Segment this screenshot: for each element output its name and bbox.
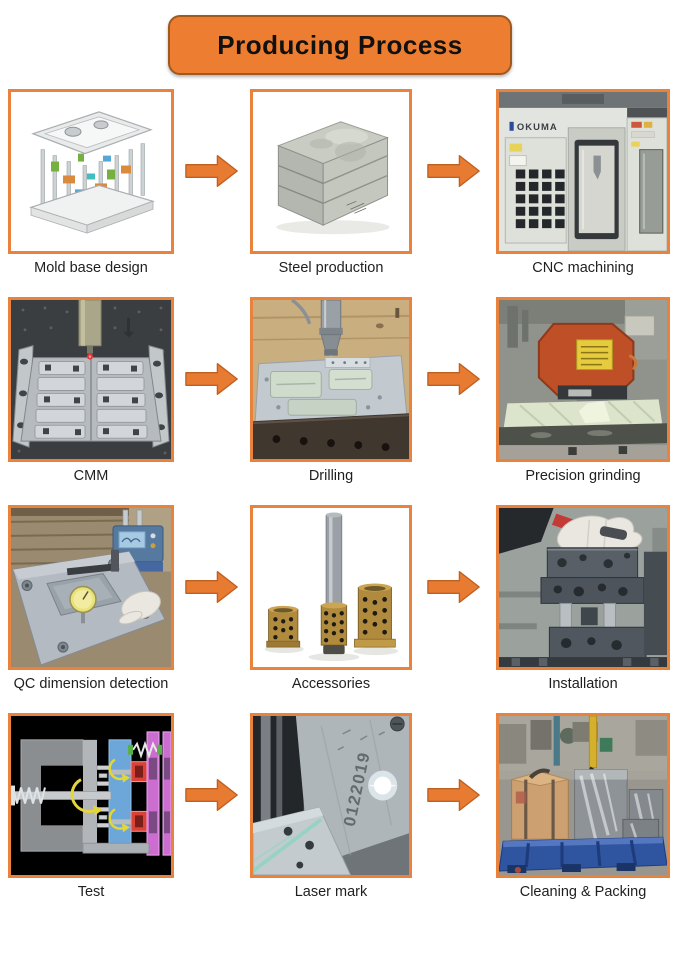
accessories-photo xyxy=(253,508,409,667)
step-label: CNC machining xyxy=(532,260,634,276)
photo-frame xyxy=(8,297,174,462)
step-cnc-machining: OKUMA xyxy=(496,89,670,276)
arrow-right-icon xyxy=(174,569,250,605)
page-title: Producing Process xyxy=(217,29,463,60)
arrow-right-icon xyxy=(174,361,250,397)
photo-frame xyxy=(250,89,412,254)
photo-frame xyxy=(496,297,670,462)
process-row-4: Test 0122019 xyxy=(0,713,680,900)
step-label: Installation xyxy=(548,676,618,692)
step-installation: Installation xyxy=(496,505,670,692)
photo-frame xyxy=(250,505,412,670)
photo-frame xyxy=(496,505,670,670)
step-cmm: CMM xyxy=(8,297,174,484)
steel-production-photo xyxy=(253,92,409,251)
step-label: Test xyxy=(77,884,105,900)
cnc-machining-photo: OKUMA xyxy=(499,92,667,251)
step-label: CMM xyxy=(73,468,109,484)
step-label: Precision grinding xyxy=(525,468,641,484)
arrow-right-icon xyxy=(412,153,496,189)
photo-frame: OKUMA xyxy=(496,89,670,254)
arrow-right-icon xyxy=(412,361,496,397)
step-test: Test xyxy=(8,713,174,900)
precision-grinding-photo xyxy=(499,300,667,459)
step-label: Laser mark xyxy=(294,884,368,900)
step-label: QC dimension detection xyxy=(13,676,169,692)
arrow-right-icon xyxy=(174,777,250,813)
photo-frame xyxy=(8,89,174,254)
arrow-right-icon xyxy=(174,153,250,189)
step-steel-production: Steel production xyxy=(250,89,412,276)
test-simulation-photo xyxy=(11,716,171,875)
photo-frame xyxy=(8,713,174,878)
step-qc-dimension-detection: QC dimension detection xyxy=(8,505,174,692)
step-label: Mold base design xyxy=(34,260,148,276)
cleaning-packing-photo xyxy=(499,716,667,875)
mold-base-design-photo xyxy=(11,92,171,251)
step-cleaning-packing: Cleaning & Packing xyxy=(496,713,670,900)
step-label: Cleaning & Packing xyxy=(519,884,647,900)
cnc-brand-logo: OKUMA xyxy=(517,122,558,132)
photo-frame: 0122019 xyxy=(250,713,412,878)
process-row-1: Mold base design xyxy=(0,89,680,276)
arrow-right-icon xyxy=(412,777,496,813)
photo-frame xyxy=(496,713,670,878)
qc-dimension-detection-photo xyxy=(11,508,171,667)
step-label: Steel production xyxy=(278,260,384,276)
step-label: Accessories xyxy=(291,676,371,692)
installation-photo xyxy=(499,508,667,667)
step-precision-grinding: Precision grinding xyxy=(496,297,670,484)
step-label: Drilling xyxy=(308,468,354,484)
step-drilling: Drilling xyxy=(250,297,412,484)
step-accessories: Accessories xyxy=(250,505,412,692)
process-row-3: QC dimension detection xyxy=(0,505,680,692)
photo-frame xyxy=(250,297,412,462)
step-mold-base-design: Mold base design xyxy=(8,89,174,276)
title-banner: Producing Process xyxy=(168,15,512,75)
cmm-photo xyxy=(11,300,171,459)
process-row-2: CMM xyxy=(0,297,680,484)
laser-mark-photo: 0122019 xyxy=(253,716,409,875)
photo-frame xyxy=(8,505,174,670)
drilling-photo xyxy=(253,300,409,459)
arrow-right-icon xyxy=(412,569,496,605)
step-laser-mark: 0122019 Laser mark xyxy=(250,713,412,900)
